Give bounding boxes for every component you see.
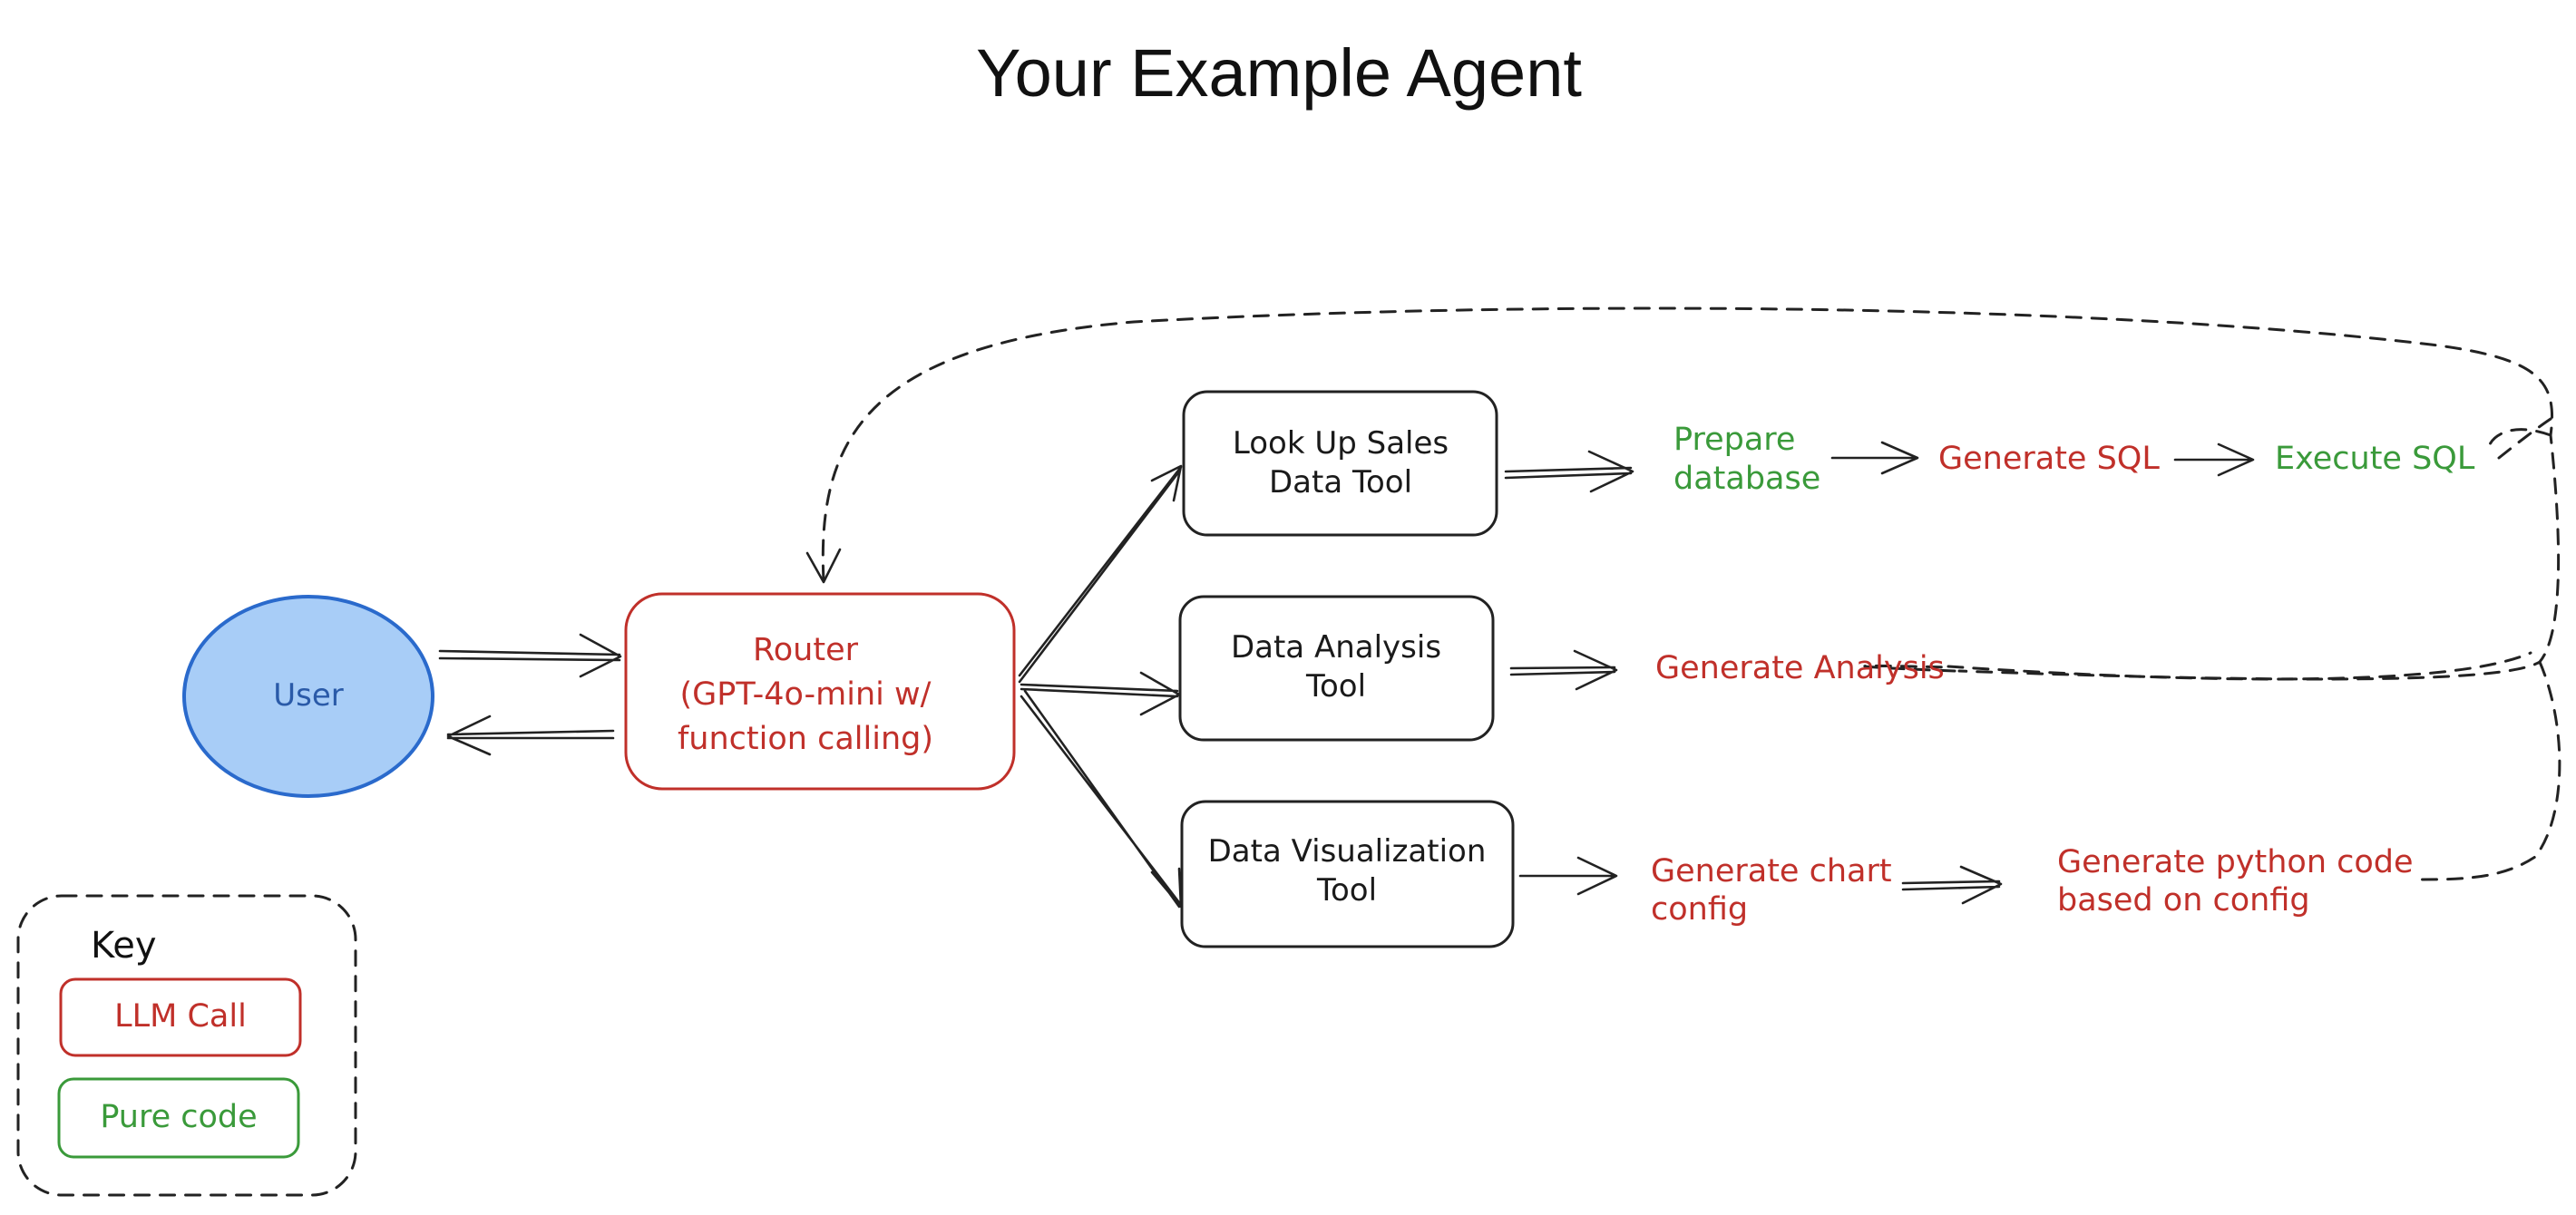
generate-chart-config-step-line-2: config bbox=[1651, 891, 1748, 928]
chart-config-to-python-code-arrow bbox=[1901, 865, 2003, 905]
lookup-sales-tool-node: Look Up Sales Data Tool bbox=[1182, 390, 1498, 537]
prepare-database-step-line-1: Prepare bbox=[1673, 422, 1795, 458]
legend: Key LLM Call Pure code bbox=[16, 894, 357, 1197]
data-visualization-tool-box bbox=[1180, 800, 1515, 948]
lookup-sales-tool-box bbox=[1182, 390, 1498, 537]
diagram-title: Your Example Agent bbox=[976, 35, 1582, 111]
data-analysis-tool-node: Data Analysis Tool bbox=[1178, 595, 1495, 742]
execute-sql-step: Execute SQL bbox=[2275, 441, 2475, 477]
data-visualization-tool-node: Data Visualization Tool bbox=[1180, 800, 1515, 948]
router-label-line-2: (GPT-4o-mini w/ bbox=[680, 676, 932, 713]
feedback-from-execute-sql bbox=[2497, 417, 2552, 460]
router-label-line-1: Router bbox=[753, 632, 859, 668]
legend-frame bbox=[16, 894, 357, 1197]
lookup-sales-tool-label-line-1: Look Up Sales bbox=[1233, 425, 1449, 462]
legend-pure-code-swatch bbox=[57, 1077, 300, 1159]
generate-python-code-step-line-1: Generate python code bbox=[2057, 844, 2414, 880]
feedback-arrowhead bbox=[805, 548, 842, 584]
generate-chart-config-step-line-1: Generate chart bbox=[1651, 853, 1892, 889]
router-to-lookup-arrow bbox=[1018, 464, 1183, 684]
legend-llm-call-label: LLM Call bbox=[114, 998, 247, 1035]
feedback-from-analysis bbox=[1947, 651, 2532, 681]
router-to-analysis-arrow bbox=[1020, 671, 1181, 716]
router-to-visualization-arrow bbox=[1020, 689, 1183, 909]
legend-title: Key bbox=[91, 925, 157, 967]
data-analysis-tool-box bbox=[1178, 595, 1495, 742]
prepare-database-step-line-2: database bbox=[1673, 461, 1820, 497]
lookup-sales-tool-label-line-2: Data Tool bbox=[1269, 464, 1412, 501]
legend-pure-code-label: Pure code bbox=[100, 1099, 257, 1135]
user-circle bbox=[182, 595, 434, 798]
user-to-router-arrow bbox=[438, 633, 622, 678]
generate-analysis-step: Generate Analysis bbox=[1655, 650, 1945, 686]
feedback-loop-path bbox=[821, 306, 2561, 881]
data-visualization-tool-label-line-1: Data Visualization bbox=[1208, 833, 1487, 870]
router-box bbox=[624, 592, 1016, 791]
router-label-line-3: function calling) bbox=[678, 721, 933, 757]
lookup-to-prepare-arrow bbox=[1504, 450, 1634, 493]
user-label: User bbox=[273, 677, 344, 714]
generate-python-code-step-line-2: based on config bbox=[2057, 882, 2310, 919]
data-analysis-tool-label-line-2: Tool bbox=[1305, 668, 1366, 705]
prepare-to-generate-sql-arrow bbox=[1830, 441, 1919, 475]
legend-llm-call-swatch bbox=[59, 977, 302, 1057]
generate-sql-step: Generate SQL bbox=[1938, 441, 2160, 477]
data-analysis-tool-label-line-1: Data Analysis bbox=[1231, 629, 1441, 666]
data-visualization-tool-label-line-2: Tool bbox=[1316, 872, 1377, 909]
visualization-to-chart-config-arrow bbox=[1518, 856, 1618, 896]
router-to-user-arrow bbox=[446, 714, 615, 756]
generate-sql-to-execute-sql-arrow bbox=[2173, 442, 2255, 477]
user-node: User bbox=[182, 595, 434, 798]
router-node: Router (GPT-4o-mini w/ function calling) bbox=[624, 592, 1016, 791]
analysis-to-generate-analysis-arrow bbox=[1509, 649, 1618, 691]
